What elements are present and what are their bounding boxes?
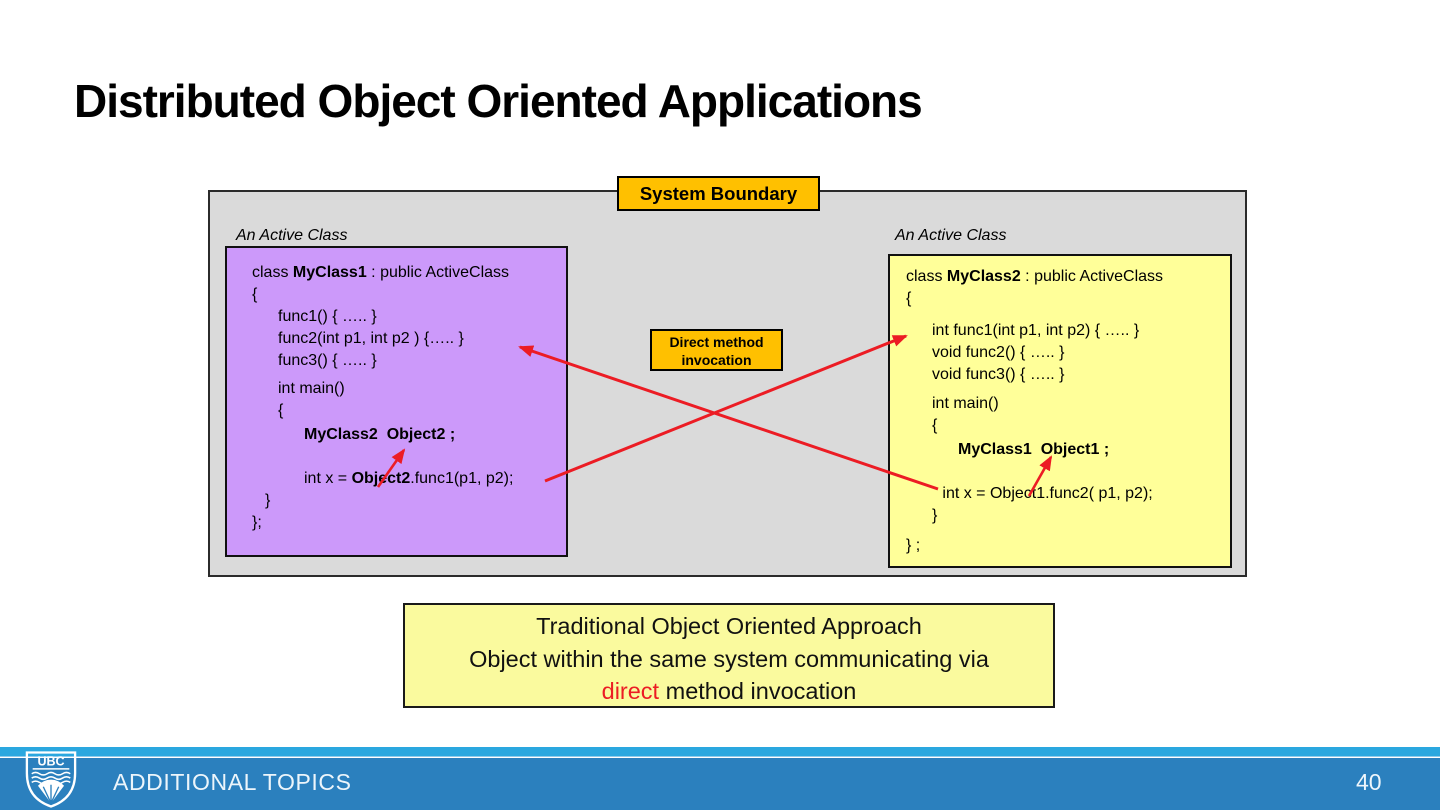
code-line: class MyClass1 : public ActiveClass bbox=[252, 264, 510, 281]
code-line: { bbox=[252, 286, 258, 303]
code-line: func3() { ….. } bbox=[278, 352, 377, 369]
footer-bar bbox=[0, 758, 1440, 810]
code-line: int main() bbox=[278, 380, 345, 397]
myclass2-code-box: class MyClass2 : public ActiveClass { int … bbox=[888, 254, 1232, 568]
caption-line2: Object within the same system communicat… bbox=[469, 645, 989, 672]
code-line: class MyClass2 : public ActiveClass bbox=[906, 268, 1164, 285]
caption-line3: direct method invocation bbox=[405, 675, 1053, 708]
footer-section-title: ADDITIONAL TOPICS bbox=[113, 769, 352, 795]
code-line: int x = Object1.func2( p1, p2); bbox=[942, 485, 1153, 502]
myclass1-code-box: class MyClass1 : public ActiveClass { func… bbox=[225, 246, 568, 557]
caption-direct-word: direct bbox=[601, 678, 660, 704]
code-line: void func3() { ….. } bbox=[932, 366, 1065, 383]
code-line: func2(int p1, int p2 ) {….. } bbox=[278, 330, 464, 347]
svg-text:UBC: UBC bbox=[37, 755, 64, 769]
code-line: } bbox=[932, 507, 938, 524]
caption-line1: Traditional Object Oriented Approach bbox=[536, 613, 922, 639]
page-number: 40 bbox=[1356, 769, 1382, 795]
system-boundary-label: System Boundary bbox=[617, 176, 820, 211]
code-line bbox=[906, 461, 1226, 483]
code-line: int func1(int p1, int p2) { ….. } bbox=[932, 322, 1140, 339]
code-line: }; bbox=[252, 514, 262, 531]
right-active-class-caption: An Active Class bbox=[895, 227, 1007, 244]
direct-method-line2: invocation bbox=[681, 352, 752, 368]
direct-method-invocation-label: Direct method invocation bbox=[650, 329, 783, 371]
code-line: { bbox=[278, 402, 284, 419]
left-active-class-caption: An Active Class bbox=[236, 227, 348, 244]
direct-method-line1: Direct method bbox=[669, 334, 764, 350]
ubc-logo-icon: UBC bbox=[25, 751, 77, 808]
caption-line3-rest: method invocation bbox=[659, 678, 857, 704]
code-line: { bbox=[932, 417, 938, 434]
code-line: { bbox=[906, 290, 912, 307]
code-line: int main() bbox=[932, 395, 999, 412]
code-line: } bbox=[265, 492, 271, 509]
code-line: MyClass1 Object1 ; bbox=[958, 441, 1110, 458]
slide-title: Distributed Object Oriented Applications bbox=[74, 75, 923, 127]
code-line: int x = Object2.func1(p1, p2); bbox=[304, 470, 514, 487]
summary-caption-box: Traditional Object Oriented Approach Obj… bbox=[403, 603, 1055, 708]
code-line: } ; bbox=[906, 537, 921, 554]
code-line bbox=[252, 446, 562, 468]
code-line: MyClass2 Object2 ; bbox=[304, 426, 456, 443]
code-line: func1() { ….. } bbox=[278, 308, 377, 325]
code-line: void func2() { ….. } bbox=[932, 344, 1065, 361]
footer-accent-strip bbox=[0, 747, 1440, 757]
